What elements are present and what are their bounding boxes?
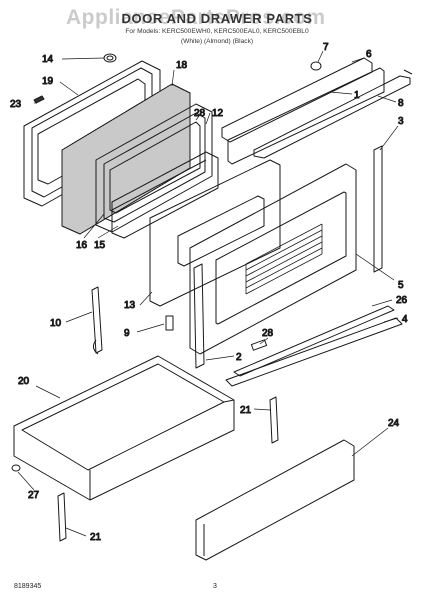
door-hinge [91,286,103,355]
drawer-slide [225,305,403,387]
color-list: (White) (Almond) (Black) [180,38,254,45]
callout-13: 13 [124,300,136,311]
spacer [165,315,174,331]
clip [250,339,268,351]
door-handle [253,69,413,159]
callout-2: 2 [236,352,242,363]
callout-24: 24 [388,418,400,429]
inner-door-panel [149,159,281,307]
callout-19: 19 [42,76,54,87]
callout-23: 23 [10,99,22,110]
callout-9: 9 [124,328,130,339]
door-side-trim-right [373,145,383,273]
callout-6: 6 [366,49,372,60]
callout-18: 18 [176,60,188,71]
callout-21-right: 21 [240,405,252,416]
drawer-bumper [11,464,21,472]
handle-end-cap [310,61,322,71]
callout-7: 7 [323,42,329,53]
drawer-rail-right [269,396,279,444]
door-glass-pack [95,103,213,233]
callout-15: 15 [94,240,106,251]
page-number: 3 [213,583,217,590]
callout-21-left: 21 [90,532,102,543]
callout-1: 1 [354,90,360,101]
callout-16: 16 [76,240,88,251]
drawer-box [13,355,235,501]
outer-door-panel [189,163,357,355]
callout-28-bottom: 28 [262,328,274,339]
drawer-front [195,439,355,561]
model-list: For Models: KERC500EWH0, KERC500EAL0, KE… [125,28,309,35]
callout-labels: 14 7 6 19 18 1 8 23 28 12 3 16 15 5 13 1… [10,42,409,544]
door-insulation [61,83,191,235]
callout-28-top: 28 [194,108,206,119]
door-bumper [103,53,117,63]
callout-26: 26 [396,295,408,306]
watermark: AppliancePartsPros.com [66,6,326,29]
door-top-trim [221,57,385,165]
leader-lines [17,50,399,537]
callout-27: 27 [28,490,40,501]
callout-20: 20 [18,376,30,387]
callout-4: 4 [402,314,408,325]
screw [33,95,45,104]
drawer-rail-left [57,492,67,542]
callout-10: 10 [50,318,62,329]
callout-14: 14 [42,54,54,65]
window-liner [111,151,219,239]
callout-3: 3 [398,116,404,127]
door-side-trim-left [193,263,205,369]
callout-12: 12 [212,108,224,119]
callout-5: 5 [398,280,404,291]
diagram-title: DOOR AND DRAWER PARTS [121,11,313,26]
callout-8: 8 [398,98,404,109]
document-number: 8189345 [14,583,42,590]
